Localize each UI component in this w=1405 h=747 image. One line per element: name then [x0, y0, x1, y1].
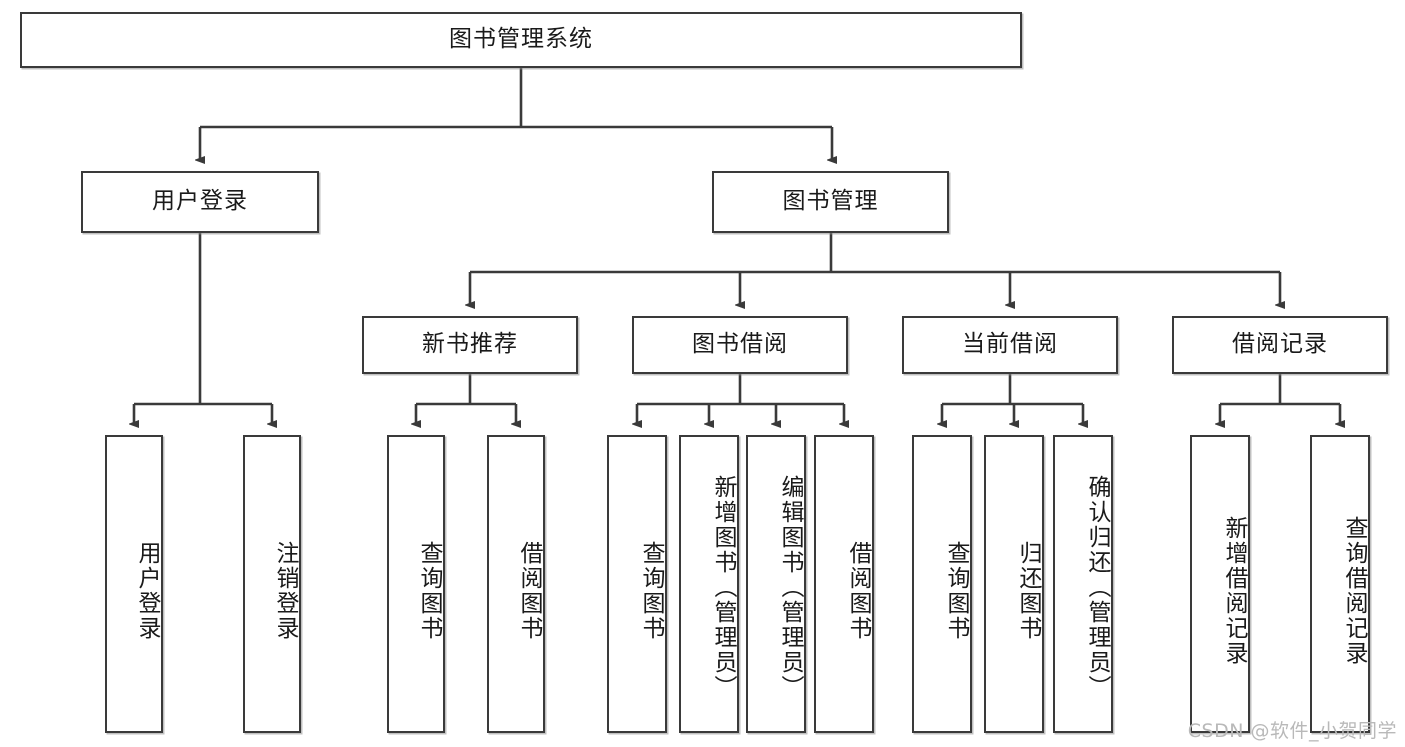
- leaf-confirm-return-admin[interactable]: 确认归还（管理员）: [1053, 435, 1113, 733]
- node-new-book-recommend[interactable]: 新书推荐: [362, 316, 578, 374]
- leaf-query-book-current[interactable]: 查询图书: [912, 435, 972, 733]
- leaf-borrow-book-recommend[interactable]: 借阅图书: [487, 435, 545, 733]
- leaf-user-logout[interactable]: 注销登录: [243, 435, 301, 733]
- node-book-management[interactable]: 图书管理: [712, 171, 949, 233]
- leaf-query-book-borrow[interactable]: 查询图书: [607, 435, 667, 733]
- leaf-query-book-recommend[interactable]: 查询图书: [387, 435, 445, 733]
- leaf-edit-book-admin[interactable]: 编辑图书（管理员）: [746, 435, 806, 733]
- node-current-borrow[interactable]: 当前借阅: [902, 316, 1118, 374]
- leaf-return-book[interactable]: 归还图书: [984, 435, 1044, 733]
- leaf-add-book-admin[interactable]: 新增图书（管理员）: [679, 435, 739, 733]
- node-book-borrow[interactable]: 图书借阅: [632, 316, 848, 374]
- node-root[interactable]: 图书管理系统: [20, 12, 1022, 68]
- leaf-borrow-book[interactable]: 借阅图书: [814, 435, 874, 733]
- node-user-login[interactable]: 用户登录: [81, 171, 319, 233]
- node-borrow-record[interactable]: 借阅记录: [1172, 316, 1388, 374]
- leaf-user-login[interactable]: 用户登录: [105, 435, 163, 733]
- leaf-query-borrow-record[interactable]: 查询借阅记录: [1310, 435, 1370, 733]
- csdn-watermark: CSDN @软件_小贺同学: [1187, 720, 1397, 742]
- leaf-add-borrow-record[interactable]: 新增借阅记录: [1190, 435, 1250, 733]
